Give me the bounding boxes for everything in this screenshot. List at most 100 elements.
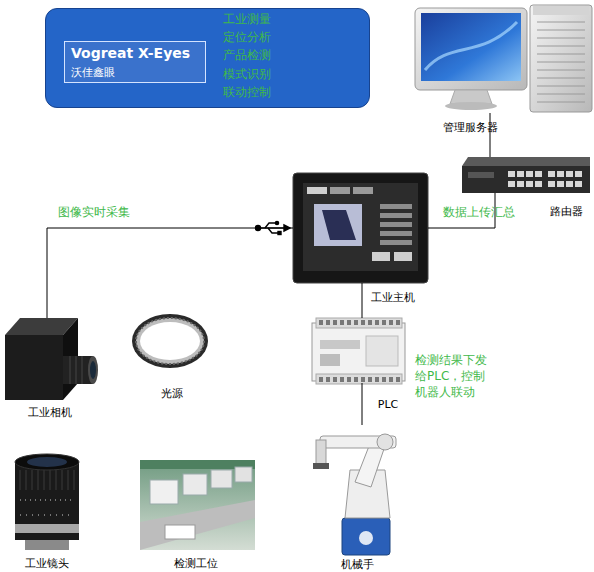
usb-branch bbox=[268, 228, 278, 233]
screw bbox=[340, 377, 344, 382]
device-caption: 光源 bbox=[161, 387, 183, 400]
screw bbox=[354, 377, 358, 382]
robot-column bbox=[345, 470, 390, 518]
connector-line bbox=[490, 113, 491, 157]
screw bbox=[333, 320, 337, 325]
screw bbox=[396, 377, 400, 382]
ui-tab bbox=[353, 187, 373, 194]
edge-label: 数据上传汇总 bbox=[443, 205, 515, 219]
ridge bbox=[82, 356, 83, 384]
usb-dot bbox=[256, 226, 261, 231]
lens-knurl bbox=[20, 470, 74, 490]
knurl bbox=[50, 470, 51, 490]
plc-terminals-bottom bbox=[316, 374, 402, 384]
port bbox=[575, 181, 582, 187]
panel-bezel bbox=[293, 173, 428, 283]
ui-field bbox=[380, 240, 412, 245]
screw bbox=[382, 377, 386, 382]
usb-branch bbox=[265, 223, 276, 228]
screw bbox=[354, 320, 358, 325]
plc-cover bbox=[366, 336, 398, 366]
router-device bbox=[462, 157, 590, 193]
device-caption: 工业相机 bbox=[28, 406, 72, 419]
port bbox=[535, 171, 542, 177]
station-frame bbox=[140, 460, 255, 469]
knurl bbox=[20, 470, 21, 490]
panel-screen bbox=[303, 183, 418, 271]
logo-subtext: 沃佳鑫眼 bbox=[71, 66, 115, 79]
industrial-camera bbox=[5, 318, 98, 400]
logo-box: Vogreat X-Eyes沃佳鑫眼 bbox=[64, 41, 206, 83]
station-machine bbox=[211, 470, 232, 488]
vent-line bbox=[537, 78, 585, 79]
ui-field bbox=[380, 222, 412, 227]
router-ports bbox=[508, 171, 582, 187]
station-conveyor bbox=[140, 500, 255, 550]
feature-item: 定位分析 bbox=[223, 30, 271, 44]
robot-gripper bbox=[313, 463, 329, 469]
lens-front bbox=[88, 356, 98, 384]
router-top bbox=[462, 157, 590, 166]
inspection-station bbox=[140, 460, 255, 550]
plc-note: 检测结果下发给PLC，控制机器人联动 bbox=[415, 352, 493, 400]
feature-panel: 工业测量定位分析产品检测模式识别联动控制 Vogreat X-Eyes沃佳鑫眼 bbox=[45, 8, 370, 108]
device-caption: 检测工位 bbox=[174, 557, 218, 570]
port bbox=[575, 171, 582, 177]
knurl bbox=[32, 470, 33, 490]
lens-ridges bbox=[70, 356, 82, 384]
plc-terminals-top bbox=[316, 318, 402, 328]
station-machine bbox=[150, 480, 178, 504]
robot-node: 机械手 bbox=[312, 425, 402, 555]
station-node: 检测工位 bbox=[140, 460, 255, 550]
port bbox=[526, 171, 533, 177]
screw bbox=[389, 377, 393, 382]
screw bbox=[396, 320, 400, 325]
feature-item: 模式识别 bbox=[223, 67, 271, 81]
monitor-base bbox=[445, 102, 497, 110]
knurl bbox=[38, 470, 39, 490]
port bbox=[548, 171, 555, 177]
ring-outer bbox=[132, 314, 208, 368]
device-caption: PLC bbox=[378, 398, 398, 411]
lens-barrel bbox=[15, 462, 79, 540]
knurl bbox=[44, 470, 45, 490]
station-machine bbox=[183, 474, 207, 495]
station-part bbox=[165, 525, 195, 539]
plc-body bbox=[312, 323, 405, 381]
screw bbox=[382, 320, 386, 325]
screw bbox=[319, 320, 323, 325]
vent-line bbox=[537, 38, 585, 39]
device-caption: 工业主机 bbox=[371, 291, 415, 304]
camera-node: 工业相机 bbox=[5, 318, 97, 400]
lens-node: 工业镜头 bbox=[15, 455, 80, 550]
port bbox=[517, 171, 524, 177]
feature-item: 产品检测 bbox=[223, 48, 271, 62]
screw bbox=[375, 377, 379, 382]
robot-arm bbox=[313, 434, 396, 555]
camera-side bbox=[63, 318, 78, 400]
usb-end bbox=[278, 232, 281, 235]
port bbox=[517, 181, 524, 187]
port bbox=[508, 181, 515, 187]
robot-forearm bbox=[320, 436, 396, 448]
screw bbox=[347, 320, 351, 325]
screw bbox=[361, 377, 365, 382]
monitor-screen bbox=[421, 13, 521, 81]
robot-upper-arm bbox=[355, 441, 385, 487]
device-caption: 管理服务器 bbox=[443, 121, 498, 134]
port bbox=[526, 181, 533, 187]
port bbox=[557, 171, 564, 177]
vent-line bbox=[537, 54, 585, 55]
plc-node: PLC bbox=[312, 318, 405, 383]
port bbox=[557, 181, 564, 187]
feature-item: 联动控制 bbox=[223, 85, 271, 99]
vent-line bbox=[537, 30, 585, 31]
lens-glass bbox=[90, 361, 96, 379]
ui-button bbox=[372, 252, 390, 261]
knurl bbox=[56, 470, 57, 490]
plc-leds bbox=[320, 354, 340, 366]
ui-field bbox=[380, 204, 412, 209]
robot-wrist bbox=[316, 440, 326, 464]
feature-item: 工业测量 bbox=[223, 12, 271, 26]
